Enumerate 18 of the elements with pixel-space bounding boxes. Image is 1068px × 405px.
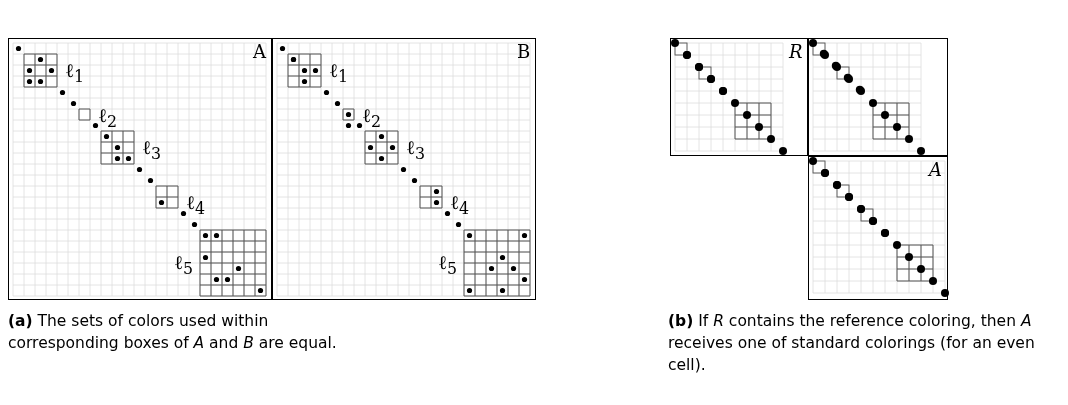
block-label: ℓ$_{5}$ <box>174 252 194 279</box>
panel-letter: A <box>253 43 266 61</box>
block-label: ℓ$_{2}$ <box>98 105 118 132</box>
block-label: ℓ$_{2}$ <box>362 105 382 132</box>
figure-caption: (a) The sets of colors used within corresponding boxes of A and B are equal. <box>8 311 338 354</box>
block-label: ℓ$_{4}$ <box>186 192 206 219</box>
figure-caption: (b) If R contains the reference coloring, then A receives one of standard colorings (for an even cell). <box>668 311 1036 376</box>
block-label: ℓ$_{3}$ <box>406 137 426 164</box>
block-label: ℓ$_{3}$ <box>142 137 162 164</box>
panel-letter: A <box>929 161 942 179</box>
panel-letter: R <box>789 43 803 61</box>
block-label: ℓ$_{1}$ <box>329 60 349 87</box>
block-label: ℓ$_{5}$ <box>438 252 458 279</box>
grid-panel <box>808 38 948 156</box>
block-label: ℓ$_{1}$ <box>65 60 85 87</box>
block-label: ℓ$_{4}$ <box>450 192 470 219</box>
panel-letter: B <box>517 43 531 61</box>
grid-panel <box>670 38 808 156</box>
